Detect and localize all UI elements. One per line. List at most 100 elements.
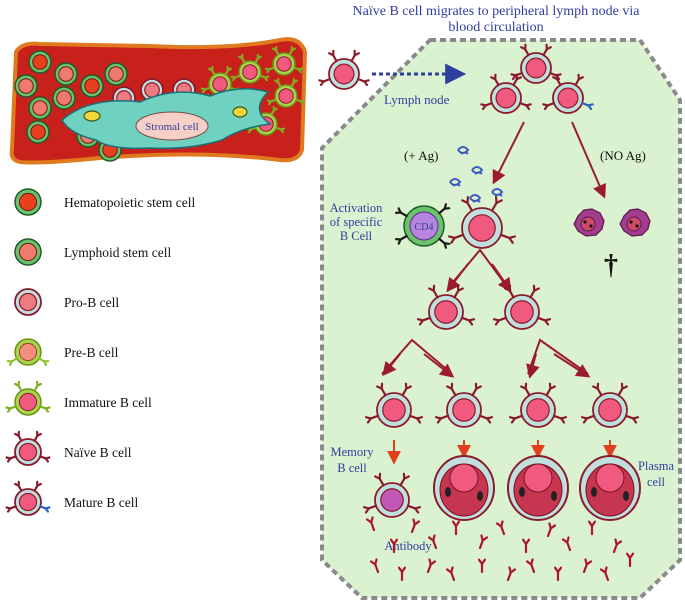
legend-item: Naïve B cell — [5, 430, 132, 466]
legend-label: Mature B cell — [64, 495, 138, 510]
differentiating-b-cell — [434, 382, 494, 428]
memory-b-cell — [362, 472, 422, 518]
antigen-icon — [457, 146, 470, 155]
legend-label: Lymphoid stem cell — [64, 245, 171, 260]
differentiating-b-cell — [508, 382, 568, 428]
pre-b-cell-icon — [6, 338, 50, 366]
antibody-icon — [561, 536, 572, 552]
marrow-stem-cell — [104, 62, 128, 86]
antibody-icon — [397, 566, 407, 582]
antibody-icon — [525, 558, 536, 574]
hematopoietic-stem-cell-icon — [14, 188, 42, 216]
antibody-layer — [365, 516, 635, 582]
antigen-icon — [471, 166, 484, 175]
antigen-icon — [491, 188, 504, 197]
marrow-stem-cell — [14, 74, 38, 98]
proliferating-b-cell — [416, 284, 476, 330]
differentiating-b-cell — [580, 382, 640, 428]
marrow-immature-b-cell — [264, 45, 304, 76]
plus-ag-label: (+ Ag) — [404, 148, 438, 163]
antibody-icon — [410, 518, 421, 534]
antibody-icon — [495, 520, 506, 536]
naive-b-cell-left — [480, 73, 532, 114]
cd4-label: CD4 — [415, 222, 434, 233]
legend-label: Immature B cell — [64, 395, 152, 410]
marrow-immature-b-cell — [230, 53, 270, 84]
antibody-icon — [477, 558, 487, 574]
antibody-icon — [427, 534, 438, 550]
cells-layer: CD4 — [318, 43, 651, 521]
arrow-split-1-right-head — [491, 263, 512, 293]
antibody-icon — [553, 566, 563, 582]
stromal-cell-label: Stromal cell — [145, 121, 198, 133]
mitochondria-icon — [232, 106, 248, 118]
mitochondria-icon — [83, 110, 101, 122]
plasma-cell — [433, 455, 495, 521]
antibody-icon — [369, 558, 380, 574]
plasma-label-2: cell — [647, 475, 666, 489]
differentiation-arrows — [387, 440, 617, 465]
cd4-t-cell: CD4 — [394, 203, 451, 249]
stromal-cell-nucleus — [135, 111, 209, 141]
mature-b-cell-icon — [5, 480, 51, 516]
arrow-split-2-left-b — [423, 353, 455, 378]
marrow-stem-cell — [28, 50, 52, 74]
arrow-to-apoptosis — [571, 121, 606, 199]
legend-item: Mature B cell — [5, 480, 138, 516]
marrow-stem-cell — [26, 120, 50, 144]
plasma-cell — [507, 455, 569, 521]
death-symbol: † — [604, 250, 618, 281]
marrow-stem-cell — [54, 62, 78, 86]
naive-b-cell-top — [510, 43, 562, 84]
title-line-2: blood circulation — [448, 20, 543, 35]
activated-b-cell — [447, 195, 517, 249]
antibody-icon — [451, 520, 461, 536]
apoptotic-b-cell — [573, 208, 605, 237]
marrow-stem-cell — [52, 86, 76, 110]
legend-label: Naïve B cell — [64, 445, 132, 460]
flow-arrows — [381, 121, 606, 379]
antibody-icon — [389, 538, 399, 554]
plasma-label-1: Plasma — [638, 459, 675, 473]
marrow-stem-cell — [28, 96, 52, 120]
marrow-immature-b-cell — [200, 65, 240, 96]
antibody-icon — [478, 534, 489, 550]
arrow-split-2-right-a — [526, 353, 540, 379]
activation-label-1: Activation — [330, 201, 384, 215]
antibody-icon — [582, 558, 593, 574]
title-line-1: Naïve B cell migrates to peripheral lymp… — [353, 4, 641, 19]
legend-label: Pre-B cell — [64, 345, 119, 360]
antibody-icon — [521, 538, 531, 554]
arrow-split-2-right — [527, 338, 589, 375]
mature-b-cell-right — [542, 73, 594, 114]
arrow-to-activation — [492, 121, 525, 185]
antigen-icon — [469, 194, 482, 203]
antibody-icon — [426, 558, 437, 574]
legend-label: Hematopoietic stem cell — [64, 195, 195, 210]
activation-label-3: B Cell — [340, 229, 373, 243]
antibody-icon — [599, 566, 610, 582]
antigen-molecules — [449, 146, 504, 203]
immature-b-cell-icon — [5, 380, 51, 416]
naive-b-cell-icon — [5, 430, 51, 466]
antibody-icon — [612, 538, 623, 554]
arrow-split-1-left-head — [446, 263, 469, 293]
antibody-icon — [445, 566, 456, 582]
circulating-naive-b-cell — [318, 49, 370, 90]
antigen-icon — [449, 178, 462, 187]
antibody-icon — [587, 520, 597, 536]
differentiating-b-cell — [364, 382, 424, 428]
marrow-stem-cell — [80, 74, 104, 98]
memory-label-2: B cell — [337, 461, 367, 475]
pro-b-cell-icon — [14, 288, 42, 316]
plasma-cell — [579, 455, 641, 521]
arrow-split-2-left-a — [382, 353, 401, 377]
legend-item: Pro-B cell — [14, 288, 119, 316]
marrow-immature-b-cell — [266, 77, 306, 108]
memory-label-1: Memory — [330, 445, 374, 459]
antibody-icon — [506, 566, 517, 582]
apoptotic-b-cell — [619, 208, 651, 237]
antibody-icon — [546, 522, 557, 538]
arrow-split-2-right-b — [553, 353, 591, 378]
